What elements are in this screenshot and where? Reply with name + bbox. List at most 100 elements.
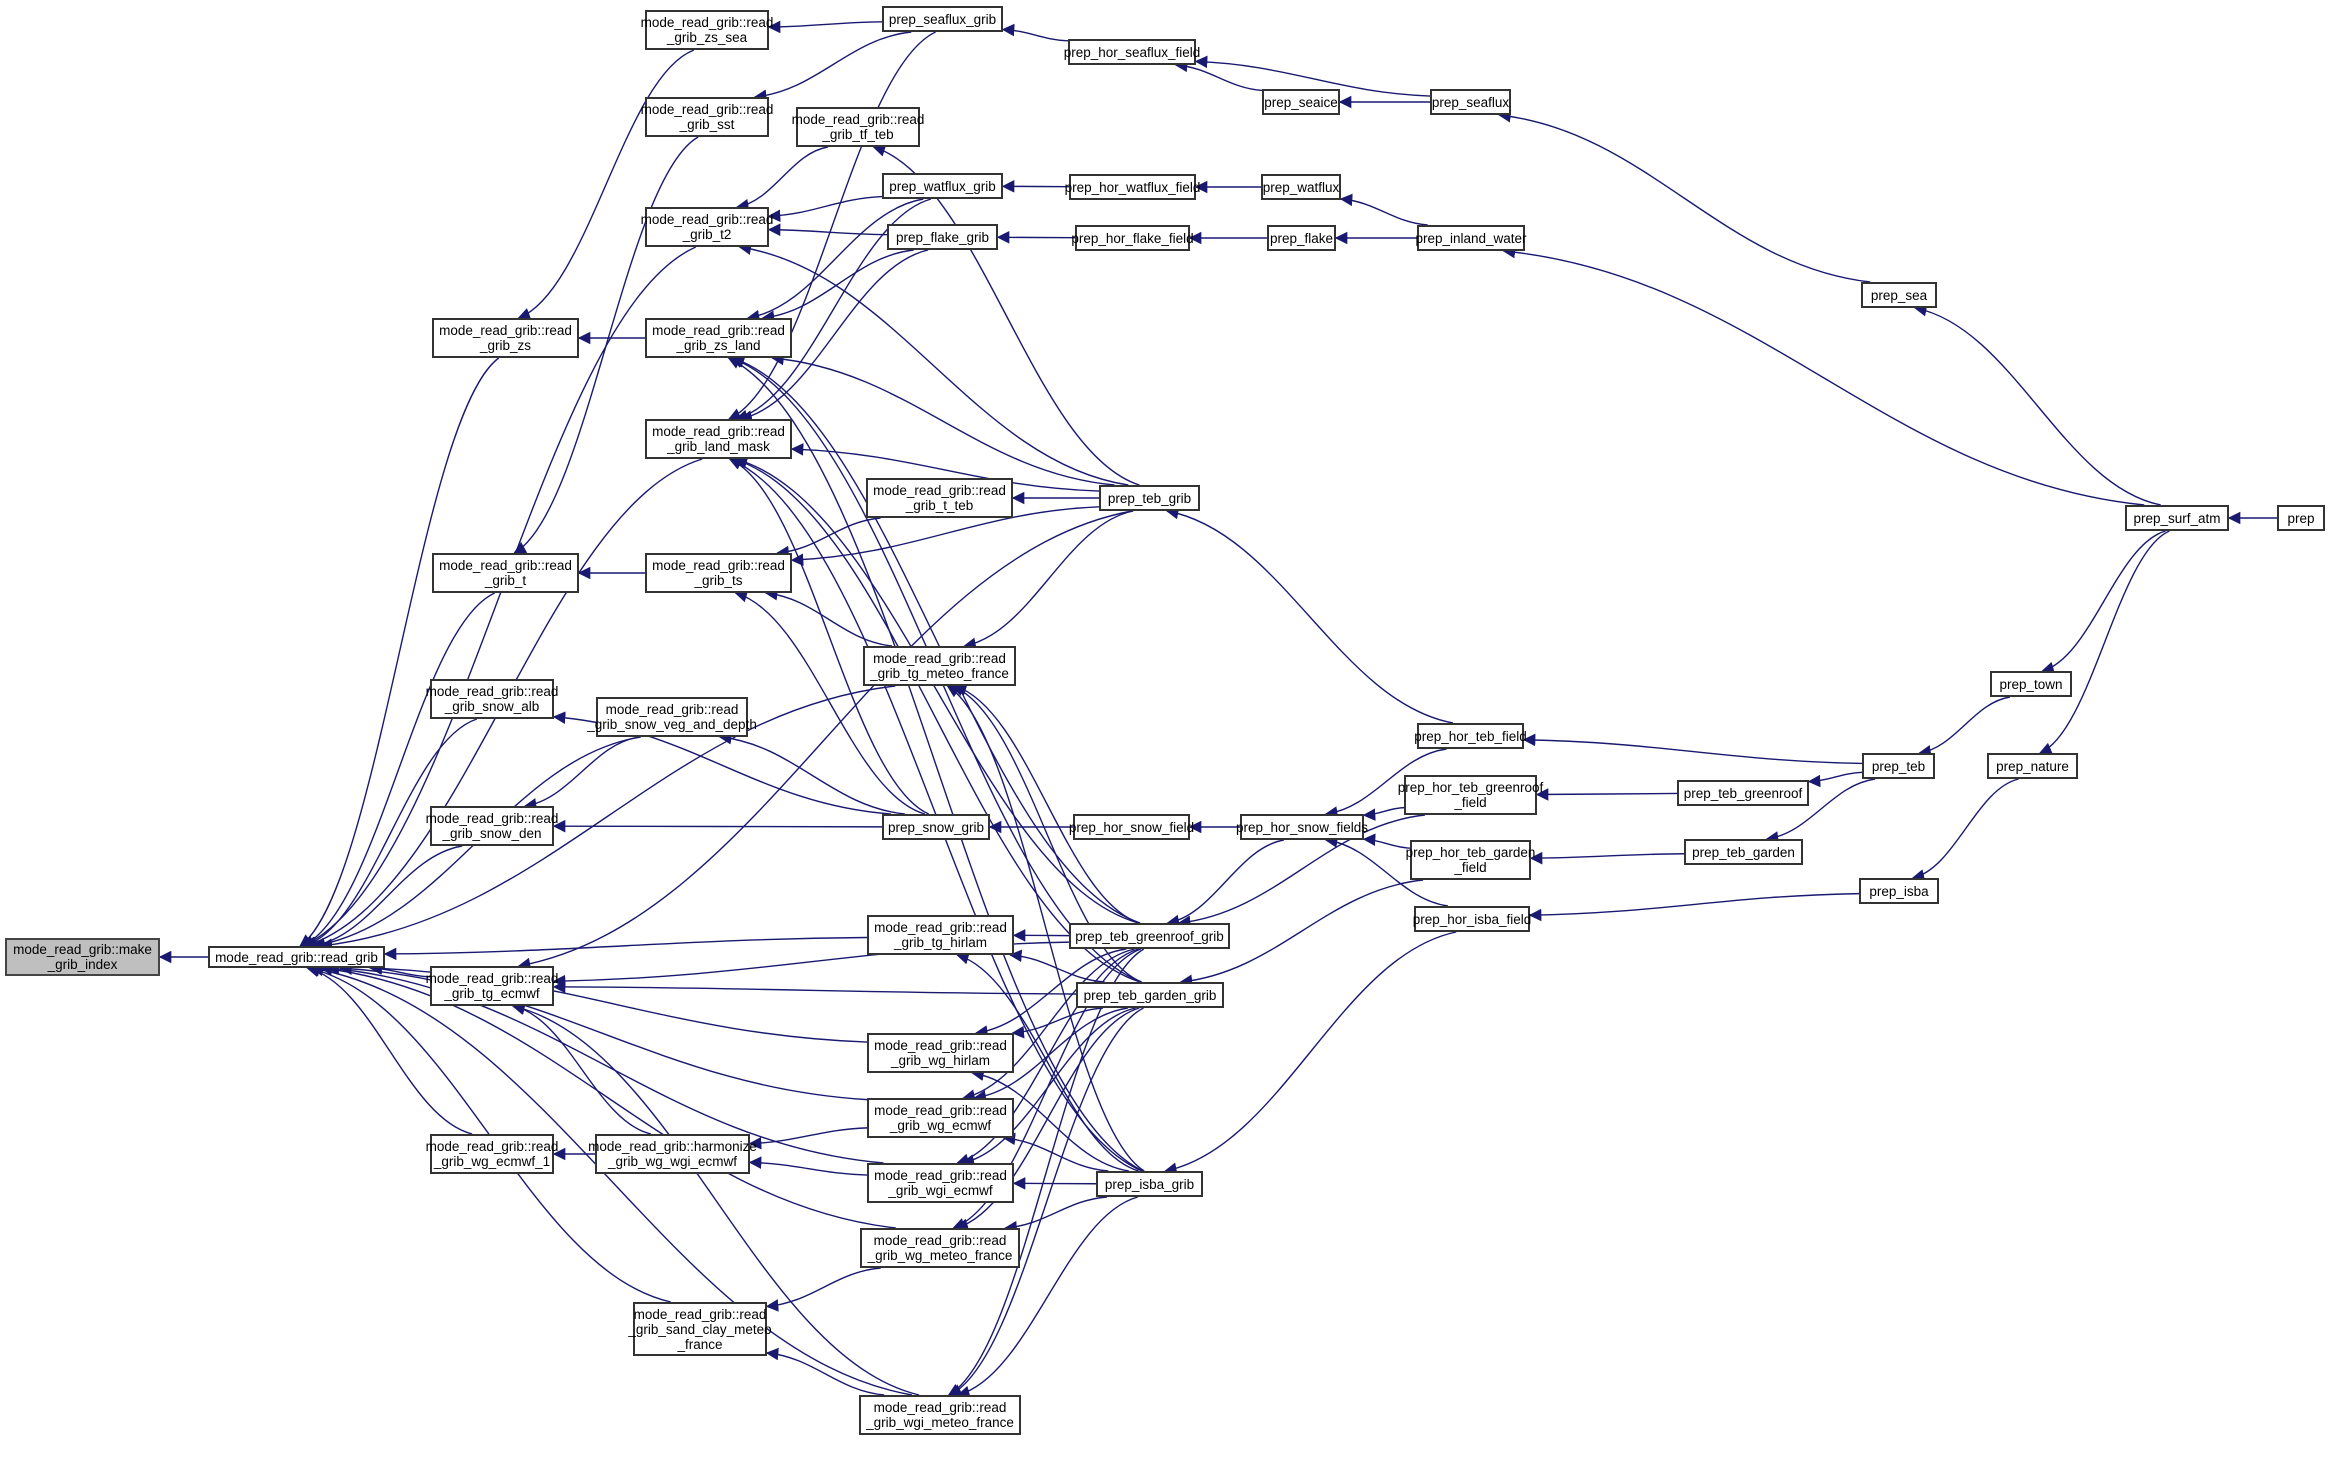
node-prep-flake[interactable]: prep_flake <box>1267 225 1336 251</box>
node-prep-hor-isba-field[interactable]: prep_hor_isba_field <box>1413 906 1531 932</box>
edge-prep_hor_isba_field-to-prep_isba_grib <box>1164 931 1457 1175</box>
edge-read_grib_t_teb-to-read_grib_ts <box>776 517 881 559</box>
node-prep-hor-watflux-field[interactable]: prep_hor_watflux_field <box>1065 174 1200 200</box>
node-read-grib-wgi-ecmwf[interactable]: mode_read_grib::read _grib_wgi_ecmwf <box>867 1163 1014 1203</box>
node-read-grib-land-mask[interactable]: mode_read_grib::read _grib_land_mask <box>645 419 792 459</box>
node-make-grib-index[interactable]: mode_read_grib::make _grib_index <box>5 938 160 976</box>
node-prep-hor-teb-greenroof-field[interactable]: prep_hor_teb_greenroof _field <box>1398 775 1543 815</box>
node-read-grib-tg-meteo-france[interactable]: mode_read_grib::read _grib_tg_meteo_fran… <box>863 646 1016 686</box>
edge-prep_hor_teb_greenroof_field-to-prep_teb_greenroof_grib <box>1177 814 1426 929</box>
edge-prep_surf_atm-to-prep_town <box>2041 530 2166 674</box>
node-read-grib-snow-alb[interactable]: mode_read_grib::read _grib_snow_alb <box>426 679 558 719</box>
edge-prep_hor_snow_fields-to-prep_teb_greenroof_grib <box>1166 839 1284 928</box>
edge-prep_snow_grib-to-read_grib_land_mask <box>728 457 929 815</box>
edge-prep_flake_grib-to-read_grib_land_mask <box>739 249 929 423</box>
node-prep-teb-garden[interactable]: prep_teb_garden <box>1684 839 1803 865</box>
edge-read_grib_snow_veg_and_depth-to-read_grib_snow_den <box>523 736 640 811</box>
node-prep-hor-snow-fields[interactable]: prep_hor_snow_fields <box>1236 814 1368 840</box>
node-read-grib-wg-ecmwf-1[interactable]: mode_read_grib::read _grib_wg_ecmwf_1 <box>426 1134 558 1174</box>
node-prep-seaflux-grib[interactable]: prep_seaflux_grib <box>882 6 1003 32</box>
node-read-grib-tg-ecmwf[interactable]: mode_read_grib::read _grib_tg_ecmwf <box>426 966 558 1006</box>
edge-prep_teb-to-prep_teb_garden <box>1765 778 1876 844</box>
edge-read_grib_wg_ecmwf-to-read_grib <box>339 962 868 1101</box>
edge-prep_snow_grib-to-read_grib_ts <box>734 590 926 815</box>
edge-prep_isba_grib-to-read_grib_zs_land <box>727 357 1144 1172</box>
edge-prep_isba-to-prep_hor_isba_field <box>1528 892 1860 922</box>
node-prep-isba-grib[interactable]: prep_isba_grib <box>1096 1171 1203 1197</box>
edge-prep_watflux_grib-to-read_grib_zs_land <box>746 198 924 323</box>
node-read-grib-wg-ecmwf[interactable]: mode_read_grib::read _grib_wg_ecmwf <box>867 1098 1014 1138</box>
edge-read_grib_snow_den-to-read_grib <box>311 845 463 951</box>
node-prep[interactable]: prep <box>2277 505 2325 531</box>
node-read-grib-snow-den[interactable]: mode_read_grib::read _grib_snow_den <box>426 806 558 846</box>
node-prep-isba[interactable]: prep_isba <box>1859 878 1939 904</box>
node-prep-seaice[interactable]: prep_seaice <box>1262 89 1340 115</box>
edge-prep_watflux_grib-to-read_grib_t2 <box>767 195 883 223</box>
node-prep-teb[interactable]: prep_teb <box>1862 753 1935 779</box>
node-read-grib-tg-hirlam[interactable]: mode_read_grib::read _grib_tg_hirlam <box>867 915 1014 955</box>
node-prep-sea[interactable]: prep_sea <box>1861 282 1937 308</box>
node-prep-watflux[interactable]: prep_watflux <box>1261 174 1341 200</box>
edge-prep_nature-to-prep_isba <box>1911 778 2019 882</box>
node-prep-seaflux[interactable]: prep_seaflux <box>1430 89 1511 115</box>
edge-prep_hor_teb_garden_field-to-prep_hor_snow_fields <box>1362 833 1411 849</box>
edge-prep_seaflux-to-prep_hor_seaflux_field <box>1194 55 1431 97</box>
edge-prep_teb_greenroof_grib-to-read_grib_zs_land <box>731 355 1141 924</box>
node-prep-hor-teb-garden-field[interactable]: prep_hor_teb_garden _field <box>1406 840 1535 880</box>
node-read-grib-zs-land[interactable]: mode_read_grib::read _grib_zs_land <box>645 318 792 358</box>
node-prep-watflux-grib[interactable]: prep_watflux_grib <box>882 173 1003 199</box>
node-read-grib-sand-clay-meteo-france[interactable]: mode_read_grib::read _grib_sand_clay_met… <box>628 1302 772 1356</box>
node-prep-hor-snow-field[interactable]: prep_hor_snow_field <box>1069 814 1194 840</box>
edge-prep_flake_grib-to-read_grib_t2 <box>767 223 888 237</box>
node-prep-hor-teb-field[interactable]: prep_hor_teb_field <box>1414 723 1527 749</box>
node-harmonize-grib-wg-wgi-ecmwf[interactable]: mode_read_grib::harmonize _grib_wg_wgi_e… <box>588 1134 757 1174</box>
edge-prep_teb_garden_grib-to-read_grib_tg_hirlam <box>1009 949 1105 983</box>
node-prep-hor-flake-field[interactable]: prep_hor_flake_field <box>1071 225 1194 251</box>
node-prep-teb-greenroof[interactable]: prep_teb_greenroof <box>1677 780 1809 806</box>
edge-prep_isba_grib-to-read_grib_wg_meteo_france <box>1004 1196 1108 1234</box>
node-prep-inland-water[interactable]: prep_inland_water <box>1415 225 1527 251</box>
node-read-grib-t2[interactable]: mode_read_grib::read _grib_t2 <box>641 207 773 247</box>
edge-read_grib_tg_meteo_france-to-read_grib <box>319 685 896 951</box>
node-prep-hor-seaflux-field[interactable]: prep_hor_seaflux_field <box>1064 39 1200 65</box>
edge-prep_teb_grib-to-read_grib_tg_ecmwf <box>517 510 1133 971</box>
node-read-grib-ts[interactable]: mode_read_grib::read _grib_ts <box>645 553 792 593</box>
edge-prep_seaflux_grib-to-read_grib_sst <box>753 31 912 103</box>
edge-prep_hor_teb_field-to-prep_hor_snow_fields <box>1324 748 1447 819</box>
node-read-grib[interactable]: mode_read_grib::read_grib <box>208 946 385 968</box>
node-read-grib-zs-sea[interactable]: mode_read_grib::read _grib_zs_sea <box>641 10 773 50</box>
node-read-grib-snow-veg-and-depth[interactable]: mode_read_grib::read _grib_snow_veg_and_… <box>587 697 757 737</box>
node-prep-teb-greenroof-grib[interactable]: prep_teb_greenroof_grib <box>1069 923 1230 949</box>
node-read-grib-zs[interactable]: mode_read_grib::read _grib_zs <box>432 318 579 358</box>
node-read-grib-t[interactable]: mode_read_grib::read _grib_t <box>432 553 579 593</box>
node-prep-nature[interactable]: prep_nature <box>1987 753 2078 779</box>
edge-prep_teb_greenroof-to-prep_hor_teb_greenroof_field <box>1535 788 1678 801</box>
edge-read_grib_wg_meteo_france-to-read_grib_sand_clay_meteo_france <box>765 1267 881 1312</box>
node-read-grib-tf-teb[interactable]: mode_read_grib::read _grib_tf_teb <box>792 107 924 147</box>
edge-read_grib_wgi_meteo_france-to-read_grib_tg_ecmwf <box>511 1002 920 1396</box>
node-read-grib-wg-meteo-france[interactable]: mode_read_grib::read _grib_wg_meteo_fran… <box>860 1228 1020 1268</box>
node-read-grib-sst[interactable]: mode_read_grib::read _grib_sst <box>641 97 773 137</box>
node-read-grib-wg-hirlam[interactable]: mode_read_grib::read _grib_wg_hirlam <box>867 1033 1014 1073</box>
edge-read_grib_wgi_meteo_france-to-read_grib_sand_clay_meteo_france <box>765 1347 885 1396</box>
edge-prep_watflux_grib-to-read_grib_land_mask <box>734 198 932 422</box>
edge-prep_teb_greenroof_grib-to-read_grib_land_mask <box>734 456 1139 924</box>
node-prep-snow-grib[interactable]: prep_snow_grib <box>882 814 990 840</box>
node-prep-flake-grib[interactable]: prep_flake_grib <box>887 224 998 250</box>
node-read-grib-t-teb[interactable]: mode_read_grib::read _grib_t_teb <box>866 478 1013 518</box>
node-prep-teb-garden-grib[interactable]: prep_teb_garden_grib <box>1076 982 1224 1008</box>
edge-prep_isba_grib-to-read_grib_tg_hirlam <box>956 952 1139 1172</box>
edge-prep_inland_water-to-prep_watflux <box>1339 193 1428 226</box>
node-prep-teb-grib[interactable]: prep_teb_grib <box>1099 485 1200 511</box>
edge-prep_surf_atm-to-prep_nature <box>2038 530 2170 755</box>
node-prep-town[interactable]: prep_town <box>1990 671 2072 697</box>
edge-prep_seaflux_grib-to-read_grib_land_mask <box>728 31 936 420</box>
edge-prep_teb_garden_grib-to-read_grib_wg_meteo_france <box>955 1007 1140 1231</box>
edge-read_grib_zs-to-read_grib <box>299 357 500 947</box>
node-read-grib-wgi-meteo-france[interactable]: mode_read_grib::read _grib_wgi_meteo_fra… <box>859 1395 1021 1435</box>
edge-read_grib_t-to-read_grib <box>301 592 495 947</box>
edge-prep_teb_grib-to-read_grib_t2 <box>738 242 1129 486</box>
node-prep-surf-atm[interactable]: prep_surf_atm <box>2125 505 2229 531</box>
edge-prep_snow_grib-to-read_grib_snow_den <box>552 819 883 833</box>
